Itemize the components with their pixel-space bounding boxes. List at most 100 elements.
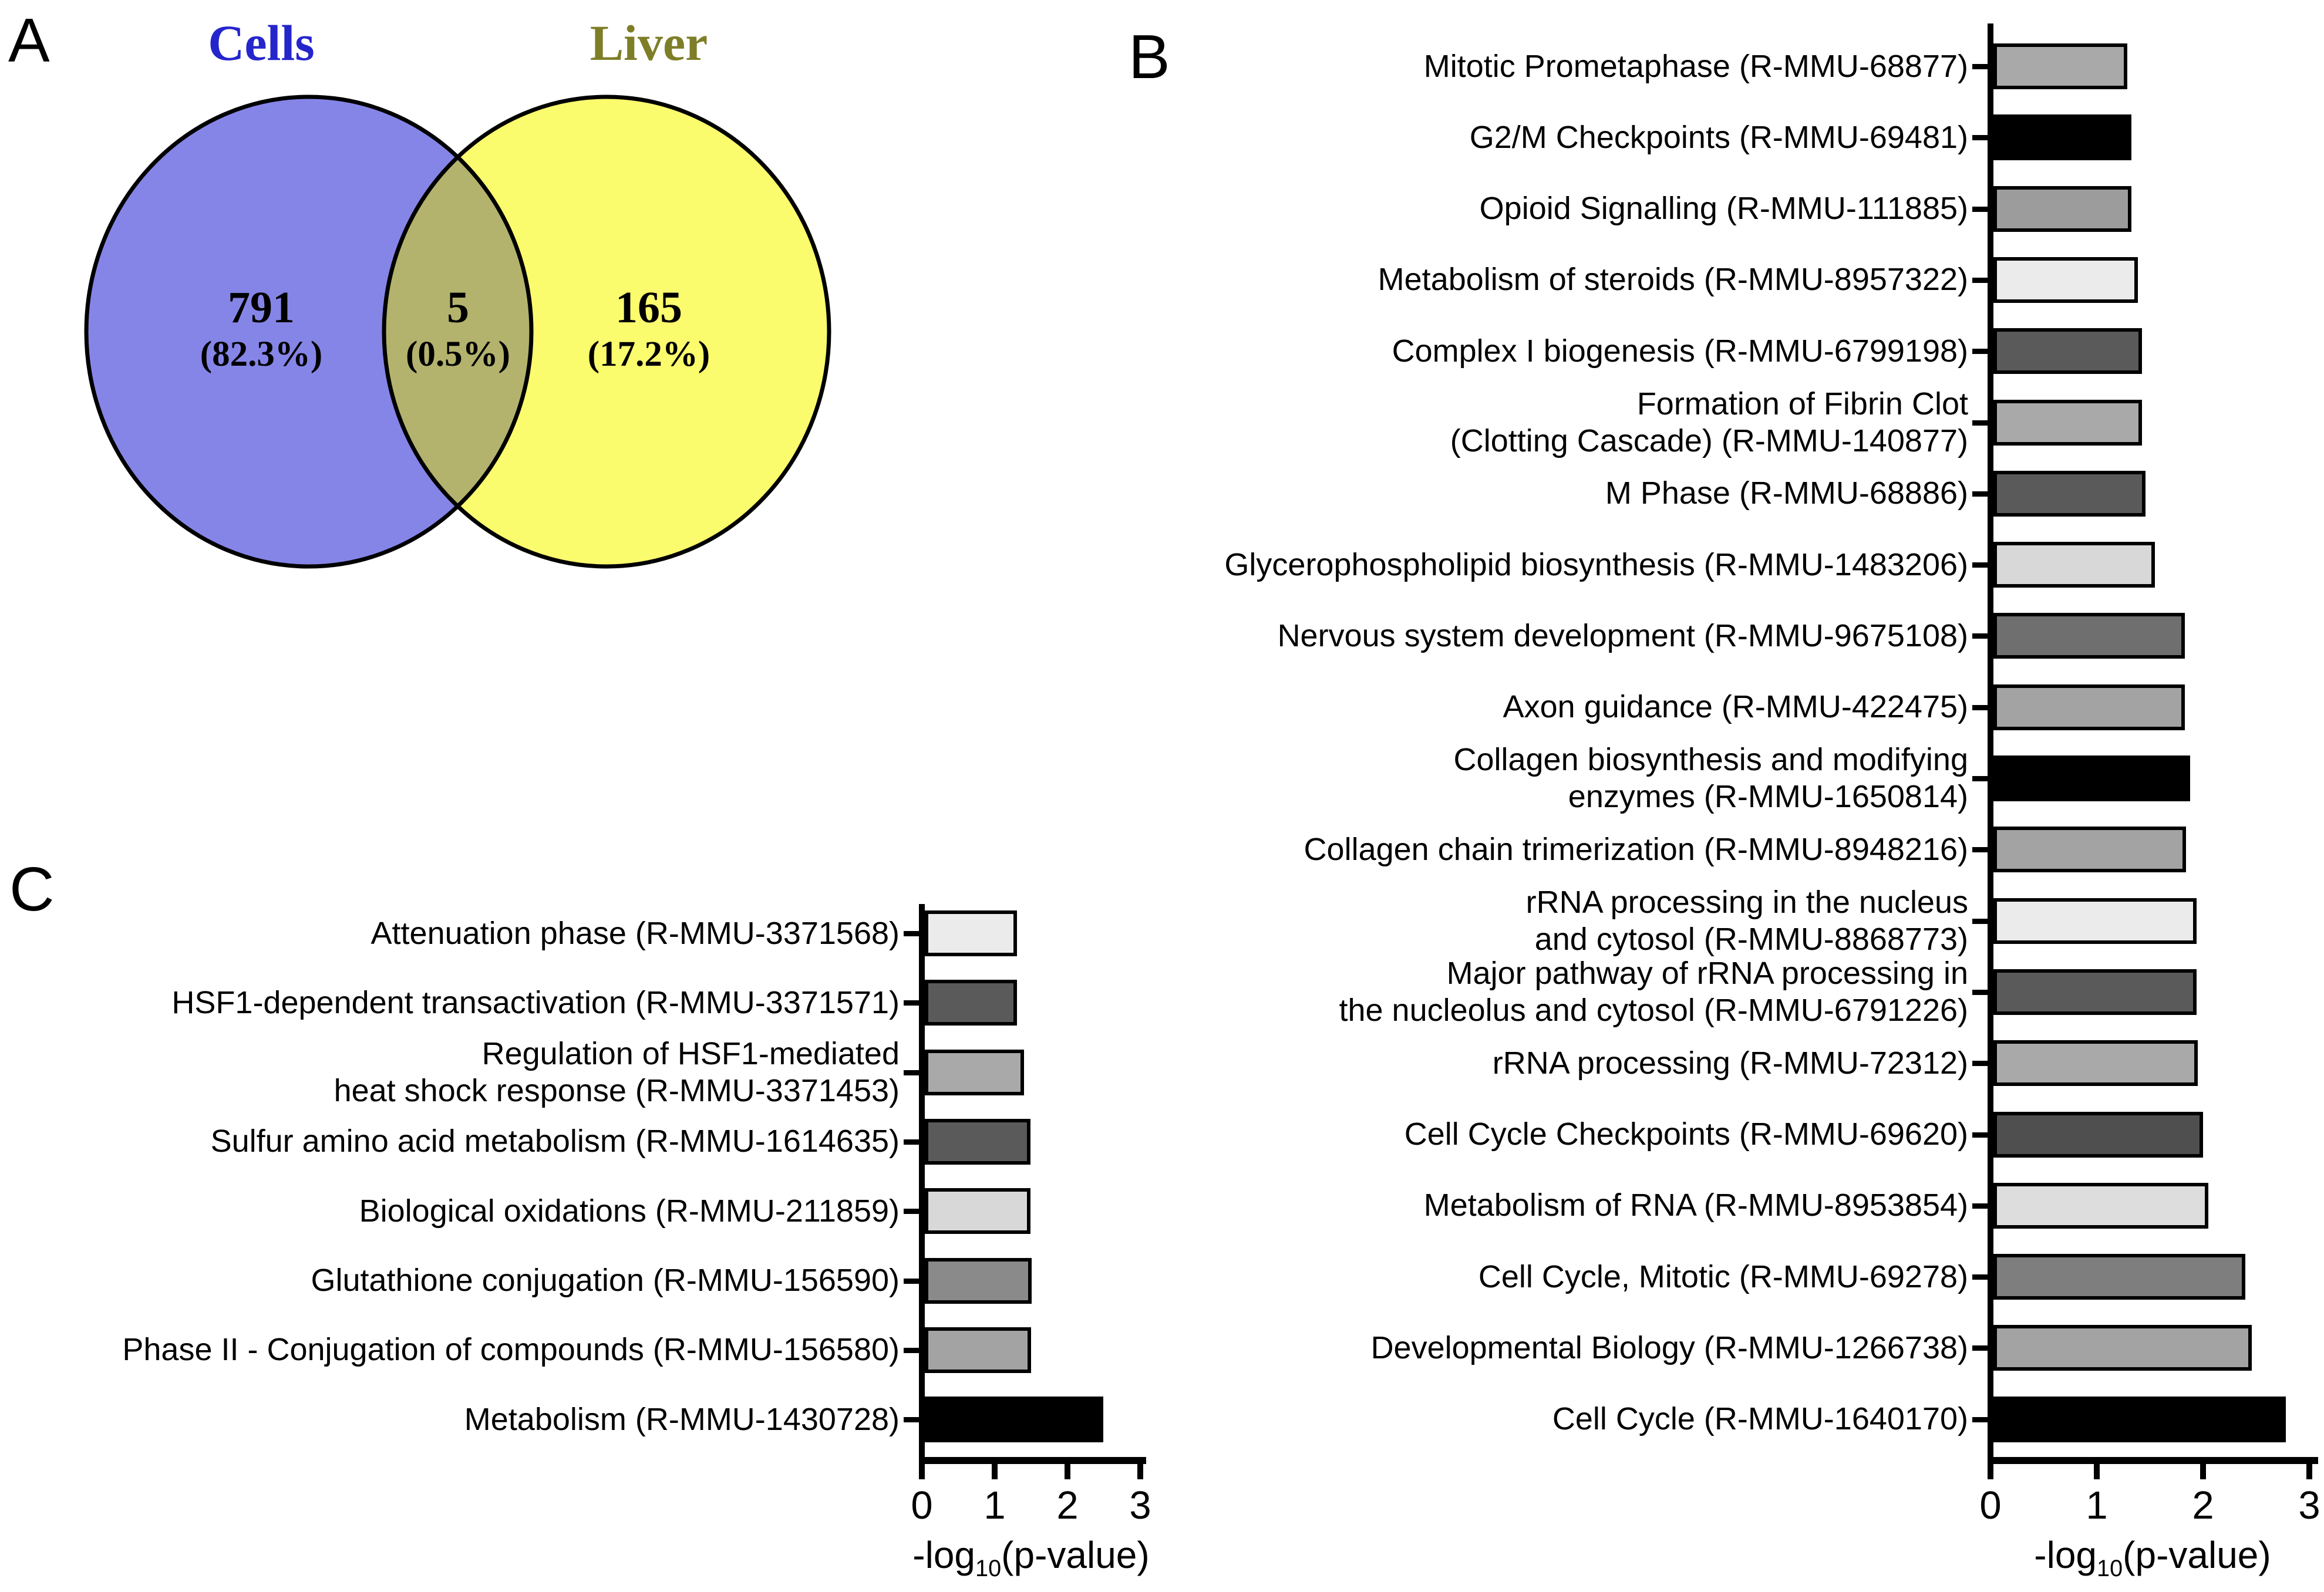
venn-left-count-block: 791 (82.3%)	[109, 280, 414, 374]
y-tick	[1972, 278, 1988, 283]
panel-c-bar-6	[925, 1258, 1032, 1304]
panel-c-bar-1	[925, 910, 1017, 956]
bar-label: Complex I biogenesis (R-MMU-6799198)	[1392, 333, 1968, 369]
venn-intersection-count-block: 5 (0.5%)	[305, 280, 611, 374]
bar-label: HSF1-dependent transactivation (R-MMU-33…	[171, 985, 900, 1020]
y-tick	[1972, 349, 1988, 354]
y-tick	[1972, 207, 1988, 212]
venn-left-set-title: Cells	[208, 15, 315, 71]
panel-b-bar-5	[1993, 328, 2142, 374]
panel-b-bar-11	[1993, 755, 2190, 801]
x-tick	[2094, 1464, 2100, 1479]
bar-label: Attenuation phase (R-MMU-3371568)	[371, 916, 900, 951]
y-tick	[1972, 1061, 1988, 1066]
x-tick	[1988, 1464, 1993, 1479]
y-tick	[1972, 705, 1988, 710]
panel-c-bar-5	[925, 1188, 1030, 1234]
x-tick-label: 1	[984, 1483, 1006, 1527]
panel-b-x-axis-title: -log10(p-value)	[2034, 1533, 2271, 1582]
bar-label: rRNA processing (R-MMU-72312)	[1492, 1045, 1968, 1081]
y-tick	[1972, 1203, 1988, 1209]
panel-b-bar-16	[1993, 1112, 2203, 1158]
panel-b-bar-3	[1993, 186, 2131, 232]
x-tick	[919, 1464, 925, 1479]
bar-label: Developmental Biology (R-MMU-1266738)	[1370, 1330, 1968, 1365]
panel-b-bar-2	[1993, 114, 2131, 160]
bar-label: Mitotic Prometaphase (R-MMU-68877)	[1423, 49, 1968, 84]
panel-b-bar-7	[1993, 471, 2146, 517]
y-tick	[904, 931, 919, 936]
x-tick	[1065, 1464, 1070, 1479]
bar-label: Glycerophospholipid biosynthesis (R-MMU-…	[1224, 547, 1968, 582]
y-tick	[904, 1209, 919, 1214]
panel-c-x-axis-title: -log10(p-value)	[912, 1533, 1149, 1582]
y-tick	[904, 1417, 919, 1422]
bar-label: Cell Cycle (R-MMU-1640170)	[1552, 1401, 1968, 1436]
venn-left-count: 791	[228, 283, 295, 332]
bar-label: Metabolism of steroids (R-MMU-8957322)	[1377, 262, 1968, 297]
y-tick	[1972, 1132, 1988, 1138]
panel-c-letter: C	[9, 855, 55, 924]
y-tick	[1972, 135, 1988, 140]
axis-title-prefix: -log	[912, 1534, 976, 1576]
panel-b-letter: B	[1129, 22, 1170, 92]
panel-c-bar-3	[925, 1050, 1024, 1095]
venn-intersection	[384, 97, 531, 566]
axis-title-subscript: 10	[975, 1555, 1002, 1581]
bar-label: Cell Cycle Checkpoints (R-MMU-69620)	[1404, 1117, 1968, 1152]
axis-title-suffix: (p-value)	[2123, 1534, 2271, 1576]
panel-c-bar-7	[925, 1327, 1031, 1373]
panel-b-bar-19	[1993, 1325, 2252, 1371]
y-tick	[1972, 919, 1988, 924]
bar-label: Cell Cycle, Mitotic (R-MMU-69278)	[1478, 1259, 1968, 1294]
panel-b-x-axis	[1988, 1457, 2318, 1464]
y-tick	[1972, 990, 1988, 995]
venn-left-outline	[84, 95, 534, 569]
y-tick	[1972, 1274, 1988, 1280]
x-tick	[992, 1464, 998, 1479]
y-tick	[1972, 420, 1988, 426]
panel-b-bar-9	[1993, 613, 2185, 659]
bar-label: Metabolism of RNA (R-MMU-8953854)	[1423, 1188, 1968, 1223]
x-tick	[1137, 1464, 1143, 1479]
bar-label: Biological oxidations (R-MMU-211859)	[359, 1193, 900, 1229]
panel-c-bar-2	[925, 980, 1017, 1026]
y-tick	[1972, 776, 1988, 781]
venn-right-count-block: 165 (17.2%)	[496, 280, 801, 374]
bar-label: Formation of Fibrin Clot(Clotting Cascad…	[1450, 386, 1968, 458]
axis-title-subscript: 10	[2097, 1555, 2123, 1581]
x-tick-label: 1	[2086, 1483, 2108, 1527]
panel-b-bar-20	[1993, 1397, 2286, 1442]
venn-intersection-count: 5	[447, 283, 469, 332]
panel-b-y-axis	[1988, 23, 1993, 1464]
panel-c-y-axis	[919, 904, 925, 1464]
x-tick-label: 2	[2192, 1483, 2214, 1527]
panel-b-bar-18	[1993, 1254, 2245, 1300]
panel-c-bar-4	[925, 1119, 1030, 1165]
panel-b-bar-17	[1993, 1183, 2208, 1229]
y-tick	[1972, 633, 1988, 639]
bar-label: Axon guidance (R-MMU-422475)	[1503, 689, 1968, 724]
y-tick	[904, 1000, 919, 1006]
panel-c-x-axis	[919, 1457, 1146, 1464]
y-tick	[1972, 562, 1988, 568]
bar-label: Metabolism (R-MMU-1430728)	[464, 1402, 900, 1437]
y-tick	[1972, 64, 1988, 69]
bar-label: G2/M Checkpoints (R-MMU-69481)	[1469, 120, 1968, 155]
bar-label: Sulfur amino acid metabolism (R-MMU-1614…	[210, 1124, 900, 1159]
venn-right-count: 165	[615, 283, 682, 332]
panel-b-bar-6	[1993, 400, 2142, 446]
x-tick	[2306, 1464, 2312, 1479]
panel-b-bar-13	[1993, 898, 2197, 944]
panel-b-bar-15	[1993, 1040, 2198, 1086]
x-tick-label: 3	[2298, 1483, 2320, 1527]
panel-b-bar-14	[1993, 969, 2197, 1015]
panel-b-bar-4	[1993, 257, 2138, 303]
panel-b-bar-8	[1993, 542, 2155, 588]
y-tick	[1972, 847, 1988, 852]
x-tick-label: 0	[1979, 1483, 2002, 1527]
